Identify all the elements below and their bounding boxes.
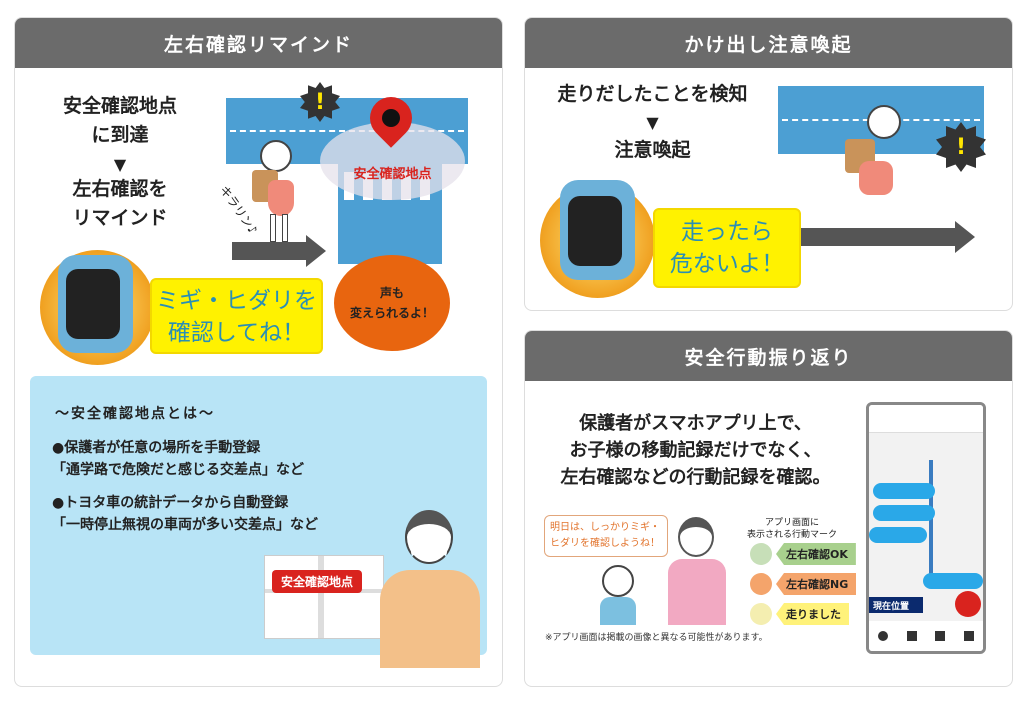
- info-item1-example: 「通学路で危険だと感じる交差点」など: [52, 462, 304, 478]
- device-speech-bubble: ミギ・ヒダリを 確認してね！: [150, 278, 323, 354]
- kids-device: [560, 180, 635, 280]
- check-ng-icon: [750, 573, 772, 595]
- device-speech-bubble: 走ったら 危ないよ！: [653, 208, 801, 288]
- panel-title: 安全行動振り返り: [525, 331, 1012, 381]
- phone-mockup: 現在位置: [866, 402, 986, 654]
- panel-title: 左右確認リマインド: [15, 18, 502, 68]
- arrow-down: ▼: [646, 113, 659, 132]
- calendar-button[interactable]: [955, 591, 981, 617]
- map-card: [264, 555, 384, 639]
- info-item2-example: 「一時停止無視の車両が多い交差点」など: [52, 517, 318, 533]
- run-arrow: [800, 228, 955, 246]
- parent-child-illustration: [590, 515, 740, 625]
- walk-arrowhead: [306, 235, 326, 267]
- map-label: 安全確認地点: [272, 570, 363, 593]
- kids-device: [58, 255, 133, 353]
- voice-note: 声も 変えられるよ！: [349, 286, 434, 320]
- spot-label: 安全確認地点: [353, 167, 432, 182]
- phone-tab-bar: [869, 621, 983, 651]
- mark-left-right-ng: 左右確認NG: [750, 573, 857, 595]
- disclaimer-note: ※アプリ画面は掲載の画像と異なる可能性があります。: [545, 633, 768, 643]
- running-icon: [750, 603, 772, 625]
- woman-illustration: [375, 510, 485, 668]
- step-remind: 左右確認を リマインド: [72, 178, 168, 229]
- run-arrowhead: [955, 221, 975, 253]
- info-item2-title: ●トヨタ車の統計データから自動登録: [52, 495, 289, 511]
- marks-caption: アプリ画面に 表示される行動マーク: [746, 518, 837, 540]
- info-item1-title: ●保護者が任意の場所を手動登録: [52, 440, 261, 456]
- marks-list: 左右確認OK 左右確認NG 走りました: [750, 543, 857, 625]
- running-child: [835, 105, 905, 220]
- check-ok-icon: [750, 543, 772, 565]
- tab-icon[interactable]: [963, 631, 974, 641]
- tab-icon[interactable]: [878, 631, 889, 641]
- step-alert: 注意喚起: [614, 139, 691, 161]
- mark-ran: 走りました: [750, 603, 856, 625]
- tab-icon[interactable]: [906, 631, 917, 641]
- panel-title: かけ出し注意喚起: [525, 18, 1012, 68]
- map-route: [929, 460, 933, 580]
- arrow-down: ▼: [113, 155, 127, 174]
- walk-arrow: [232, 242, 307, 260]
- tab-icon[interactable]: [935, 631, 946, 641]
- step-detect: 走りだしたことを検知: [557, 83, 748, 105]
- info-heading: 〜安全確認地点とは〜: [55, 406, 215, 422]
- parent-speech-bubble: 明日は、しっかりミギ・ ヒダリを確認しようね！: [544, 515, 668, 557]
- review-description: 保護者がスマホアプリ上で、 お子様の移動記録だけでなく、 左右確認などの行動記録…: [560, 413, 831, 488]
- mark-left-right-ok: 左右確認OK: [750, 543, 856, 565]
- current-location-label: 現在位置: [869, 597, 923, 613]
- step-arrive: 安全確認地点 に到達: [62, 95, 177, 146]
- voice-bubble: 声も 変えられるよ！: [334, 255, 450, 351]
- child-illustration: [250, 140, 300, 245]
